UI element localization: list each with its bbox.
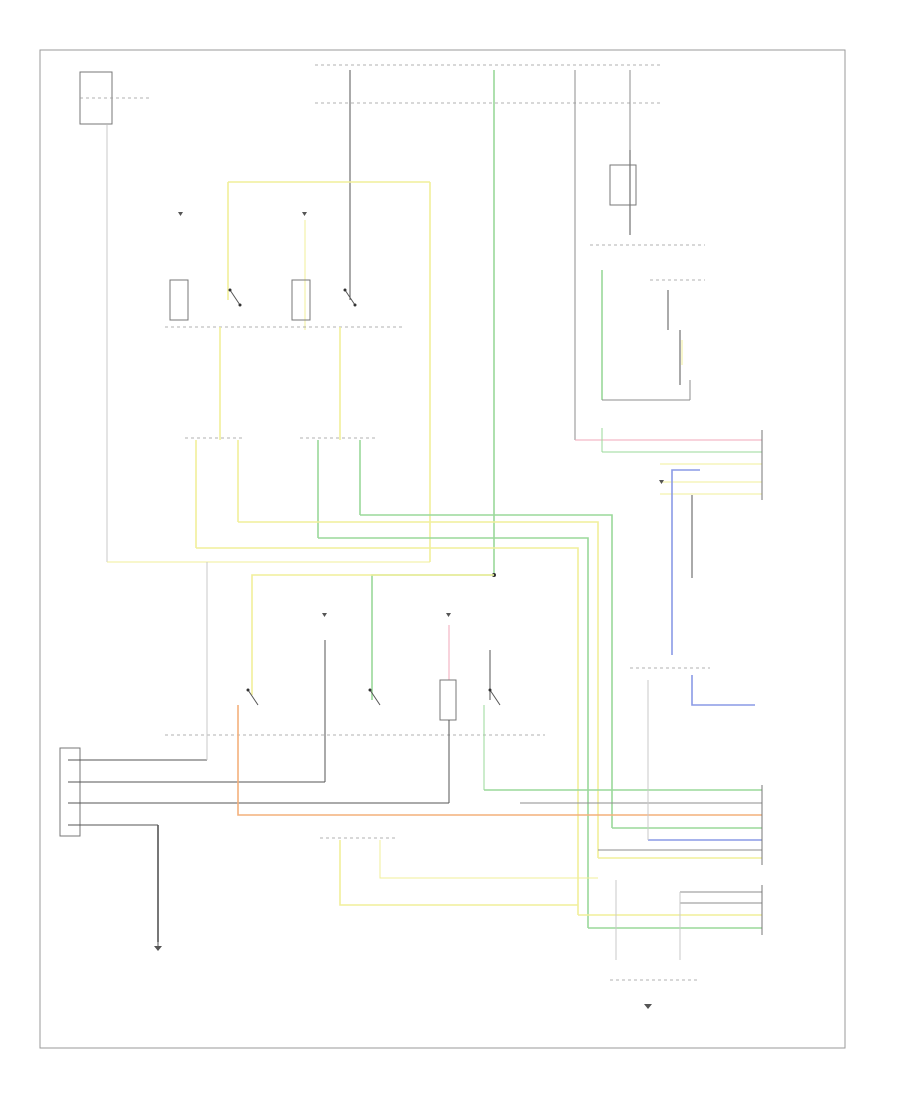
lower-relay-3: [488, 688, 501, 706]
wire-blu-right: [691, 675, 755, 706]
trailer-brake-connector-top: [575, 428, 763, 500]
wire-org: [237, 705, 762, 816]
wire-blu-main: [671, 469, 700, 655]
ground-symbol-upper-2: [302, 212, 307, 216]
relay-right: [291, 279, 357, 321]
lower-relay-1: [246, 688, 259, 706]
trailer-connector-lower: [483, 680, 763, 865]
top-fuse-box-left: [79, 71, 150, 125]
diagram-frame: [39, 49, 846, 1049]
ground-symbol-upper-1: [178, 212, 183, 216]
ground-bottom-left: [154, 942, 162, 951]
right-switch-stack: [590, 150, 705, 401]
bus-yel-548: [196, 547, 579, 915]
top-fuse-box-center: [315, 64, 660, 104]
wire-yel-splice: [251, 574, 494, 695]
left-lower-connector: [59, 720, 450, 942]
bus-yel-522: [238, 521, 599, 858]
lower-relay-2: [368, 679, 457, 721]
ground-symbol-lower-1: [322, 613, 327, 617]
ground-bottom-right: [610, 979, 700, 1009]
lower-relay-bay: [165, 562, 545, 760]
upper-relay-bay: [165, 181, 431, 562]
trailer-connector-small: [578, 880, 763, 960]
ground-symbol-lower-2: [446, 613, 451, 617]
bus-grn-515: [360, 514, 613, 828]
wire-yel-lower-2: [379, 840, 598, 879]
relay-left: [169, 279, 242, 321]
bus-grn-538: [318, 537, 589, 928]
wire-yel-lower: [339, 840, 578, 906]
wire-grn-splice: [371, 574, 494, 700]
